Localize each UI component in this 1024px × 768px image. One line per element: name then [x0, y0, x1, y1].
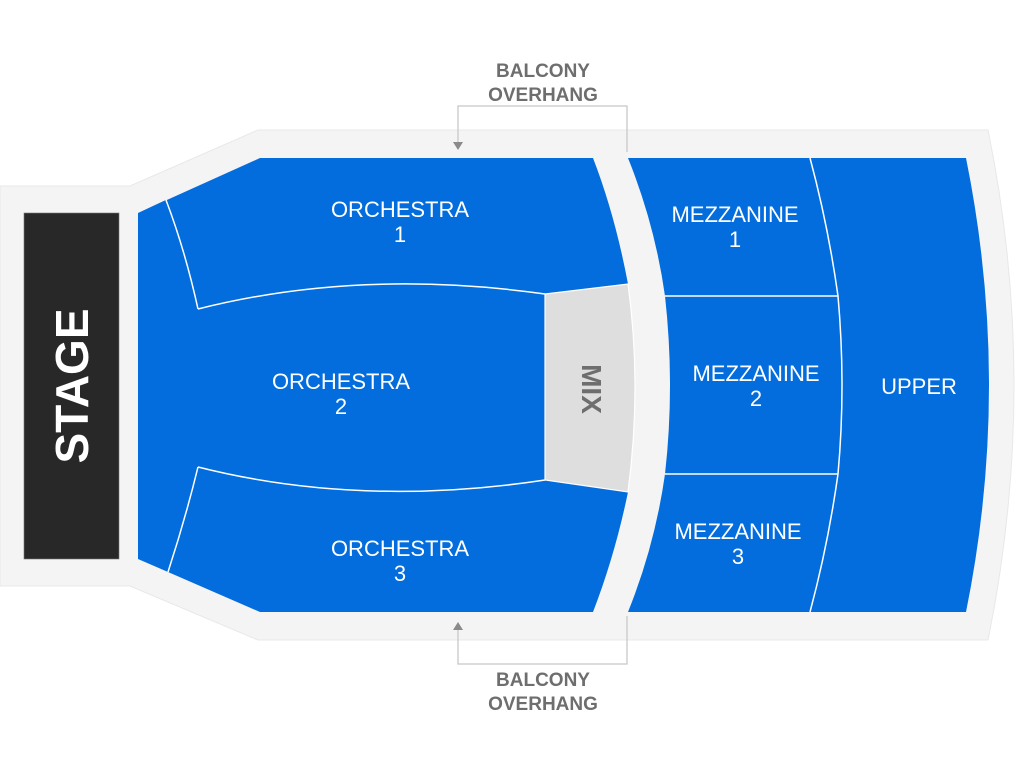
orchestra-1-number: 1 [394, 222, 406, 247]
mezzanine-2-label: MEZZANINE [692, 361, 819, 386]
mezzanine-1-label: MEZZANINE [671, 202, 798, 227]
orchestra-block: MIX ORCHESTRA 1 ORCHESTRA 2 ORCHESTRA 3 [138, 158, 636, 612]
mezzanine-3-label: MEZZANINE [674, 519, 801, 544]
section-mezzanine-3[interactable] [628, 474, 838, 612]
overhang-top-line1: BALCONY [496, 61, 590, 82]
orchestra-3-label: ORCHESTRA [331, 536, 469, 561]
orchestra-1-label: ORCHESTRA [331, 197, 469, 222]
overhang-top-line2: OVERHANG [488, 85, 598, 106]
mezzanine-2-number: 2 [750, 386, 762, 411]
section-orchestra-1[interactable] [138, 158, 628, 309]
section-orchestra-3[interactable] [168, 467, 628, 612]
mezzanine-1-number: 1 [729, 227, 741, 252]
divider [167, 466, 199, 573]
stage-label: STAGE [46, 308, 98, 463]
mezzanine-3-number: 3 [732, 544, 744, 569]
divider [197, 466, 546, 493]
orchestra-2-number: 2 [335, 394, 347, 419]
section-upper[interactable] [810, 158, 989, 612]
stage: STAGE [23, 212, 120, 560]
arrow-down-icon [453, 142, 463, 150]
section-mezzanine-2[interactable] [665, 296, 842, 474]
divider [197, 283, 546, 310]
orchestra-3-number: 3 [394, 561, 406, 586]
section-mezzanine-1[interactable] [628, 158, 838, 296]
divider [809, 157, 843, 613]
balcony-overhang-bottom: BALCONY OVERHANG [453, 616, 628, 715]
divider [165, 199, 199, 310]
balcony-overhang-top: BALCONY OVERHANG [453, 61, 628, 152]
orchestra-2-label: ORCHESTRA [272, 369, 410, 394]
overhang-bottom-line2: OVERHANG [488, 694, 598, 715]
upper-label: UPPER [881, 374, 957, 399]
arrow-up-icon [453, 622, 463, 630]
overhang-bottom-line1: BALCONY [496, 670, 590, 691]
section-orchestra-2[interactable] [138, 200, 545, 572]
mix-label: MIX [576, 364, 607, 414]
balcony-block: MEZZANINE 1 MEZZANINE 2 MEZZANINE 3 UPPE… [628, 157, 989, 613]
mix-position [544, 283, 636, 493]
